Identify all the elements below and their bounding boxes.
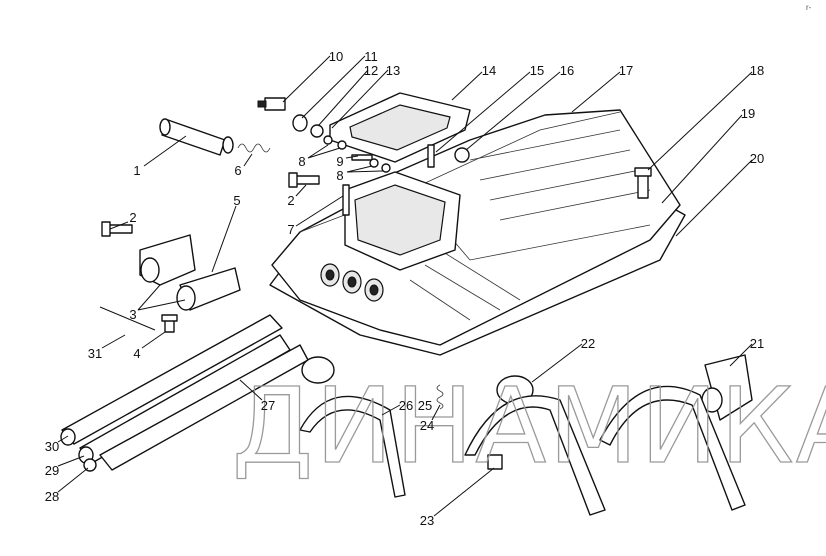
housing-bores (320, 263, 384, 302)
spring-25 (436, 384, 444, 410)
fork-21 (599, 354, 753, 511)
callout-17: 17 (619, 63, 633, 78)
switch-10 (257, 97, 286, 111)
callout-15: 15 (530, 63, 544, 78)
callout-22: 22 (581, 336, 595, 351)
callout-2a: 2 (287, 193, 294, 208)
callout-2b: 2 (129, 210, 136, 225)
bolt-2-left (101, 221, 133, 237)
lever-5 (176, 267, 241, 311)
callout-16: 16 (560, 63, 574, 78)
callout-21: 21 (750, 336, 764, 351)
fork-22 (464, 375, 606, 516)
ball-8 (323, 135, 333, 145)
callout-30: 30 (45, 439, 59, 454)
callout-27: 27 (261, 398, 275, 413)
spring-cylinder-1 (159, 118, 234, 156)
callout-11: 11 (364, 49, 378, 64)
callout-13: 13 (386, 63, 400, 78)
callout-5: 5 (233, 193, 240, 208)
callout-4: 4 (133, 346, 140, 361)
screw-4 (161, 314, 178, 333)
leader-lines (57, 55, 753, 517)
callout-19: 19 (741, 106, 755, 121)
callout-31: 31 (88, 346, 102, 361)
callout-18: 18 (750, 63, 764, 78)
callout-12: 12 (364, 63, 378, 78)
callout-25: 25 (418, 398, 432, 413)
callout-6: 6 (234, 163, 241, 178)
callout-1: 1 (133, 163, 140, 178)
corner-mark: r- (806, 3, 812, 12)
ball-12 (310, 124, 324, 138)
fork-26 (299, 356, 406, 498)
housing-ribs (409, 129, 651, 321)
callout-23: 23 (420, 513, 434, 528)
wire-31 (99, 306, 156, 331)
callout-20: 20 (750, 151, 764, 166)
pin-9 (351, 154, 373, 161)
block-3 (139, 234, 196, 286)
pin-15 (427, 144, 435, 168)
callout-14: 14 (482, 63, 496, 78)
callout-3: 3 (129, 307, 136, 322)
ring-11 (292, 114, 308, 132)
callout-7: 7 (287, 222, 294, 237)
callout-8b: 8 (336, 168, 343, 183)
callout-10: 10 (329, 49, 343, 64)
plug-16 (454, 147, 470, 163)
stud-7 (342, 184, 350, 216)
callout-24: 24 (420, 418, 434, 433)
callout-labels: 10 11 12 13 14 15 16 17 18 19 20 1 6 8 9… (45, 49, 764, 528)
callout-9: 9 (336, 154, 343, 169)
callout-8a: 8 (298, 154, 305, 169)
cap-28 (83, 458, 97, 472)
block-23 (487, 454, 503, 470)
callout-29: 29 (45, 463, 59, 478)
bolt-2-upper (288, 172, 320, 188)
callout-26: 26 (399, 398, 413, 413)
shift-rods (60, 314, 309, 472)
watermark-text: ДИНАМИКА 76 (232, 365, 826, 487)
spring-6 (237, 143, 271, 153)
callout-28: 28 (45, 489, 59, 504)
gearbox-cover-housing (271, 109, 681, 346)
